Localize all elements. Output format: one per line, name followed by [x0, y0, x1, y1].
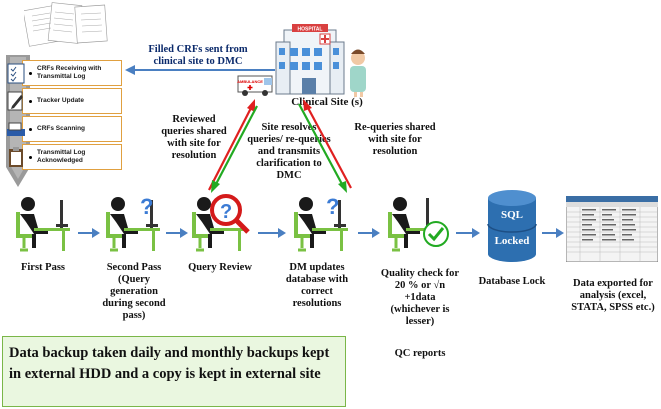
clinical-site-label: Clinical Site (s) — [291, 96, 363, 108]
workflow-arrow — [78, 228, 100, 238]
second-pass-icon: ? — [106, 194, 160, 252]
query-review-label: Query Review — [188, 262, 252, 273]
step-label: Transmittal Log Acknowledged — [37, 149, 86, 164]
site-resolves-label: Site resolves queries/ re-queries and tr… — [247, 122, 331, 181]
step-tracker-update: Tracker Update — [7, 88, 122, 114]
svg-text:?: ? — [220, 201, 232, 223]
ambulance-sign: AMBULANCE — [237, 79, 263, 84]
crf-sent-arrow — [125, 65, 275, 75]
db-locked-label: Locked — [495, 235, 530, 247]
hospital-icon: HOSPITAL AMBULANCE — [237, 24, 366, 97]
backup-note: Data backup taken daily and monthly back… — [2, 336, 346, 407]
query-arrows — [208, 99, 352, 193]
first-pass-label: First Pass — [20, 262, 66, 273]
spreadsheet-icon — [566, 196, 658, 262]
hospital-sign: HOSPITAL — [298, 27, 323, 33]
workflow-arrow — [456, 228, 480, 238]
first-pass-icon — [16, 197, 70, 252]
edit-doc-icon — [7, 91, 23, 111]
reviewed-queries-label: Reviewed queries shared with site for re… — [161, 114, 227, 161]
workflow-arrow — [166, 228, 188, 238]
crf-documents-icon — [24, 2, 108, 47]
step-label: CRFs Scanning — [37, 125, 86, 132]
dm-updates-icon: ? — [294, 194, 348, 252]
step-label: Tracker Update — [37, 97, 84, 104]
step-crfs-scanning: CRFs Scanning — [7, 116, 122, 142]
qc-reports-label: QC reports — [394, 348, 446, 359]
crf-sent-label: Filled CRFs sent from clinical site to D… — [148, 44, 248, 67]
dm-updates-label: DM updates database with correct resolut… — [285, 262, 349, 309]
step-label: CRFs Receiving with Transmittal Log — [37, 65, 102, 80]
svg-text:?: ? — [326, 194, 339, 219]
requeries-label: Re-queries shared with site for resoluti… — [354, 122, 436, 157]
checklist-icon — [7, 63, 25, 84]
quality-check-icon — [388, 197, 449, 252]
database-icon: SQL Locked — [487, 190, 537, 262]
quality-check-label: Quality check for 20 % or √n +1data (whi… — [380, 268, 460, 327]
svg-text:?: ? — [140, 194, 153, 219]
scanner-icon — [7, 122, 25, 136]
workflow-arrow — [542, 228, 564, 238]
database-lock-label: Database Lock — [478, 276, 546, 287]
step-crfs-receiving: CRFs Receiving with Transmittal Log — [7, 60, 122, 86]
db-sql-label: SQL — [501, 209, 523, 221]
step-transmittal-log: Transmittal Log Acknowledged — [9, 144, 122, 170]
workflow-arrow — [358, 228, 380, 238]
data-exported-label: Data exported for analysis (excel, STATA… — [571, 278, 655, 313]
second-pass-label: Second Pass (Query generation during sec… — [102, 262, 166, 321]
clipboard-icon — [9, 147, 23, 167]
workflow-arrow — [258, 228, 286, 238]
query-review-icon: ? — [192, 194, 250, 252]
